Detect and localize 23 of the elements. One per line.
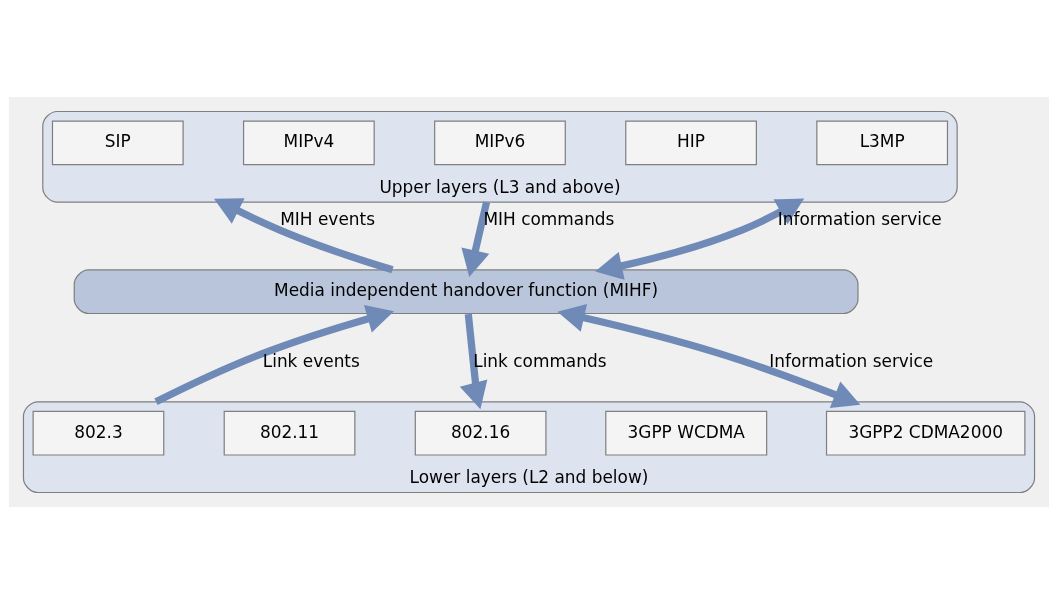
arrow [154,305,394,406]
node-box: MIPv6 [434,120,566,166]
edge-label: Link commands [473,350,607,371]
edge-label: Information service [769,350,934,371]
node-box: L3MP [816,120,949,166]
edge-label: MIH events [280,209,375,230]
node-box: 802.3 [32,410,165,456]
arrow [459,313,488,410]
arrow [595,198,805,280]
edge-label: Information service [777,209,942,230]
arrow [557,303,861,408]
node-box: MIPv4 [242,120,375,166]
node-box: 802.16 [414,410,547,456]
node-box: 802.11 [223,410,356,456]
node-box: SIP [51,120,184,166]
arrow [461,201,491,278]
arrow [213,198,394,274]
node-box: Media independent handover function (MIHF) [73,269,859,315]
node-box: 3GPP WCDMA [605,410,768,456]
node-box: HIP [625,120,757,166]
edge-label: MIH commands [483,209,615,230]
edge-label: Link events [262,350,360,371]
node-box: 3GPP2 CDMA2000 [825,410,1026,456]
